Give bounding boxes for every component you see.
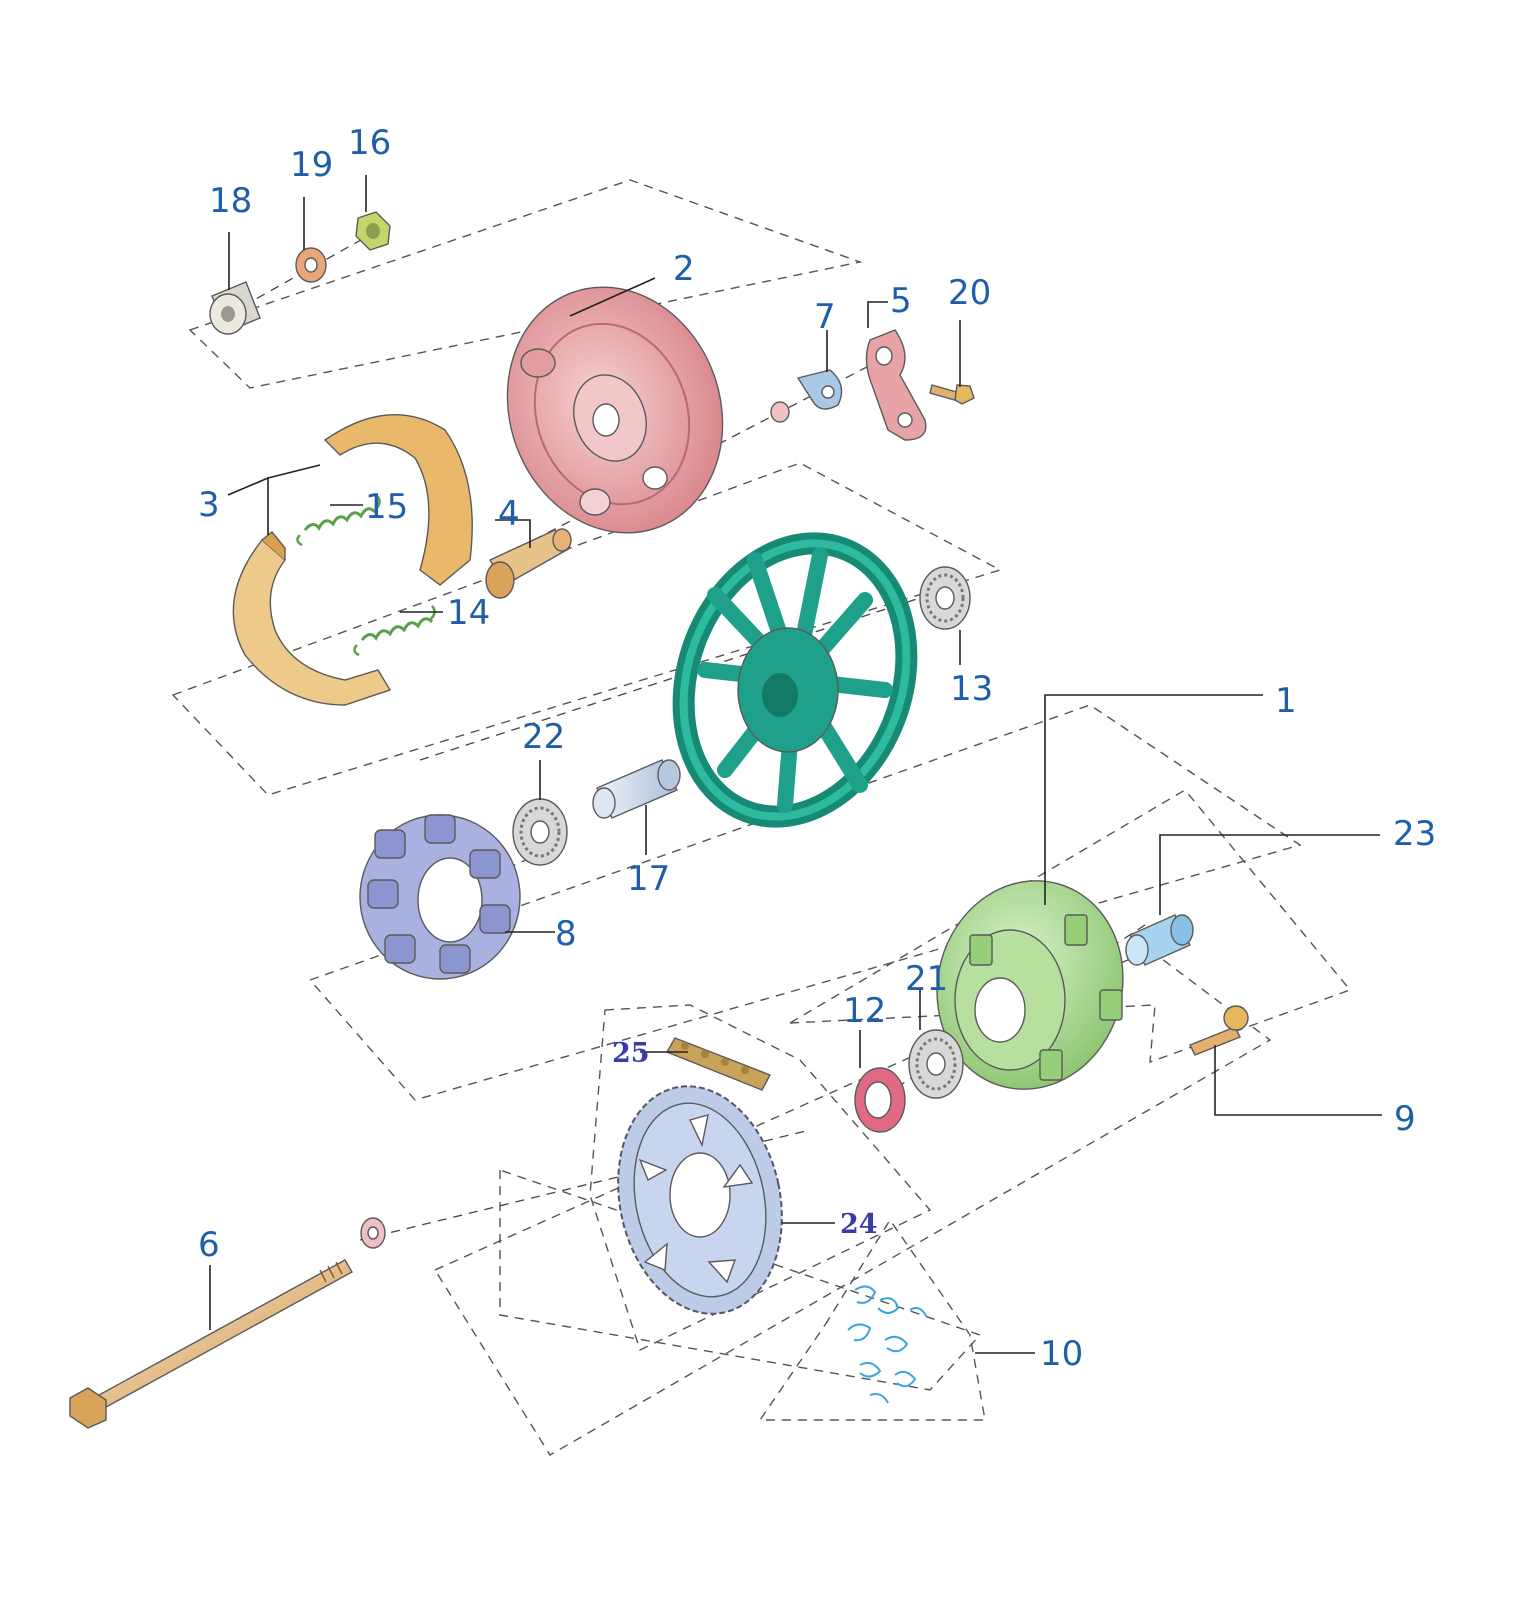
bolt-9: [1189, 1005, 1249, 1056]
leader-lines: [209, 175, 1382, 1354]
label-8: 8: [555, 914, 577, 954]
part-number-labels: 18 19 16 2 5 20 7 3 15 4 14 13 1 22 17 2…: [198, 123, 1436, 1374]
nut-16: [355, 211, 391, 251]
brake-arm-5: [865, 329, 927, 441]
spacer-23: [1125, 914, 1194, 966]
label-13: 13: [950, 669, 993, 709]
group-outline-bracket: [499, 1169, 982, 1391]
label-24: 24: [840, 1209, 878, 1240]
label-7: 7: [814, 297, 836, 337]
spacer-18: [209, 281, 261, 335]
label-4: 4: [498, 494, 520, 534]
label-20: 20: [948, 273, 991, 313]
chain-25: [665, 1037, 771, 1091]
bearing-21: [908, 1029, 964, 1099]
label-10: 10: [1040, 1334, 1083, 1374]
label-23: 23: [1393, 814, 1436, 854]
damper-8: [359, 814, 521, 980]
part-number-labels-alt: 25 24: [612, 1038, 878, 1240]
bearing-13: [919, 566, 971, 630]
brake-shoes-3: [232, 414, 473, 706]
label-3: 3: [198, 485, 220, 525]
label-9: 9: [1394, 1099, 1416, 1139]
label-6: 6: [198, 1225, 220, 1265]
axle-washer: [360, 1217, 386, 1249]
group-outline-upper: [188, 179, 863, 389]
small-washer: [770, 401, 790, 423]
label-25: 25: [612, 1038, 650, 1069]
indicator-plate-7: [796, 369, 843, 410]
label-16: 16: [348, 123, 391, 163]
hub-1: [936, 880, 1124, 1090]
brake-plate-2: [506, 286, 724, 534]
spring-15: [296, 495, 381, 547]
spring-14: [353, 605, 436, 657]
bearing-22: [512, 798, 568, 866]
label-22: 22: [522, 717, 565, 757]
sprocket-24: [617, 1085, 783, 1315]
brake-cam-4: [485, 528, 572, 599]
label-17: 17: [627, 859, 670, 899]
label-5: 5: [890, 281, 912, 321]
group-outline-fastener: [758, 1218, 986, 1421]
label-1: 1: [1275, 681, 1297, 721]
label-19: 19: [290, 145, 333, 185]
label-12: 12: [843, 991, 886, 1031]
bolt-20: [929, 384, 975, 405]
label-2: 2: [673, 249, 695, 289]
sleeve-17: [592, 759, 681, 819]
wheel-rim: [672, 532, 918, 828]
fastener-set-10: [847, 1285, 927, 1404]
seal-12: [854, 1067, 906, 1133]
washer-19: [295, 247, 327, 283]
label-18: 18: [209, 181, 252, 221]
group-outline-axle: [433, 949, 1272, 1456]
label-15: 15: [365, 487, 408, 527]
axle-6: [69, 1259, 353, 1429]
group-outline-sprocket: [589, 1004, 932, 1351]
label-14: 14: [447, 593, 490, 633]
label-21: 21: [905, 959, 948, 999]
